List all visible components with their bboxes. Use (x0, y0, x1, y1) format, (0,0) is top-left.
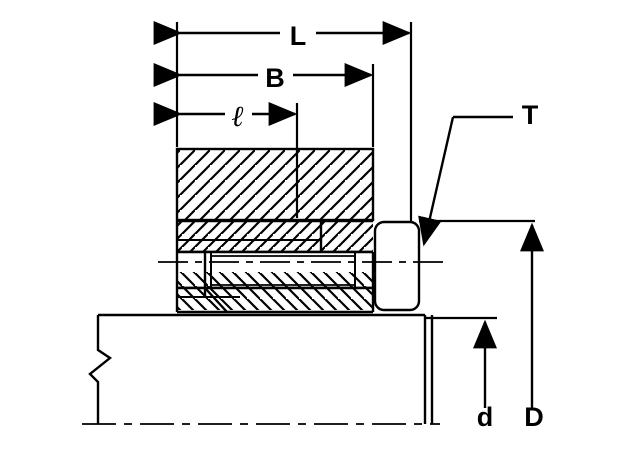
inner-race-lower-hatch (177, 272, 373, 310)
dimension-B: B (153, 63, 374, 93)
inner-race-upper-hatch-left (177, 221, 321, 252)
dimension-d: d (473, 319, 497, 432)
inner-race-upper-hatch-right (321, 221, 373, 252)
dimension-label-D: D (524, 402, 544, 432)
shaft (88, 313, 434, 424)
inner-race-upper (175, 219, 373, 254)
inner-race-lower (175, 272, 375, 314)
dimension-label-B: B (265, 63, 285, 93)
dimension-label-l: ℓ (232, 101, 244, 133)
dimension-label-T: T (522, 100, 539, 130)
shaft-break-line (88, 315, 113, 424)
outer-race-hatch (177, 149, 373, 220)
dimension-T-leader: T (418, 100, 539, 247)
eccentric-collar-body (373, 220, 421, 312)
dimension-L: L (153, 21, 412, 51)
leader-line-T (418, 116, 455, 247)
eccentric-collar (373, 220, 421, 312)
dimension-l: ℓ (153, 101, 298, 133)
dimension-label-d: d (477, 402, 494, 432)
drawing-geometry: L B ℓ T d D (82, 21, 544, 432)
dimension-label-L: L (290, 21, 307, 51)
inner-race-lower-taper (204, 287, 228, 313)
outer-race (175, 147, 375, 222)
dimension-D: D (520, 222, 544, 432)
